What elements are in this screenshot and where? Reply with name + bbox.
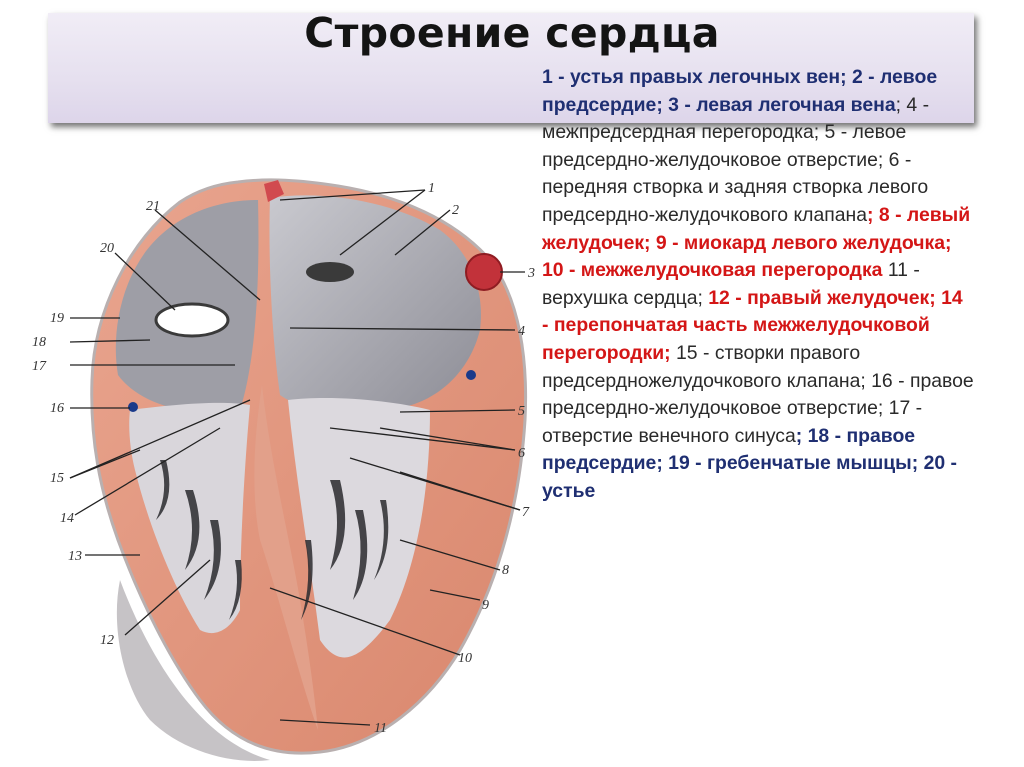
slide-title: Строение сердца — [304, 9, 720, 57]
left-atrium — [269, 195, 481, 413]
callout-label: 10 — [458, 651, 472, 666]
callout-label: 2 — [452, 203, 459, 218]
callout-label: 14 — [60, 511, 74, 526]
callout-label: 1 — [428, 181, 435, 196]
callout-label: 12 — [100, 633, 114, 648]
legend-segment: 15 - створки правого предсердножелудочко… — [542, 341, 974, 447]
legend-segment: 12 - правый желудочек; 14 - перепончатая… — [542, 286, 963, 364]
callout-label: 7 — [522, 505, 530, 520]
pericardium — [116, 580, 270, 761]
coronary-opening — [154, 302, 230, 338]
vein-stub — [264, 180, 284, 202]
callout-label: 8 — [502, 563, 509, 578]
left-pulmonary-vein — [465, 253, 503, 291]
callout-label: 15 — [50, 471, 64, 486]
trabeculae — [156, 460, 389, 620]
callout-label: 6 — [518, 446, 525, 461]
coronary-artery-right — [128, 402, 138, 412]
legend-segment: ; 4 - межпредсердная перегородка; 5 - ле… — [542, 93, 930, 226]
title-bar — [48, 13, 974, 123]
callout-label: 3 — [527, 266, 535, 281]
callout-label: 11 — [374, 721, 387, 736]
callout-label: 20 — [100, 241, 114, 256]
callout-label: 17 — [32, 359, 47, 374]
callout-label: 4 — [518, 324, 525, 339]
legend-segment: ; 18 - правое предсердие; 19 - гребенчат… — [542, 424, 957, 502]
callout-label: 16 — [50, 401, 64, 416]
legend-segment: 11 - верхушка сердца; — [542, 259, 920, 309]
coronary-artery-left — [466, 370, 476, 380]
callout-label: 18 — [32, 335, 46, 350]
callout-label: 21 — [146, 199, 160, 214]
callout-label: 19 — [50, 311, 64, 326]
legend-segment: ; 8 - левый желудочек; 9 - миокард левог… — [542, 203, 971, 282]
legend-description: 1 - устья правых легочных вен; 2 - левое… — [542, 64, 974, 506]
interventricular-septum — [254, 385, 318, 730]
heart-illustration: 1 2 3 4 5 6 7 8 9 10 11 12 13 14 15 16 1… — [0, 160, 545, 767]
callout-label: 9 — [482, 598, 489, 613]
right-ventricle — [129, 402, 250, 634]
heart-diagram-svg: 1 2 3 4 5 6 7 8 9 10 11 12 13 14 15 16 1… — [32, 178, 535, 761]
callout-label: 13 — [68, 549, 82, 564]
callout-label: 5 — [518, 404, 525, 419]
leader-lines — [69, 189, 525, 726]
vein-opening — [306, 262, 354, 282]
legend-segment: 1 - устья правых легочных вен; 2 - левое… — [542, 66, 938, 116]
